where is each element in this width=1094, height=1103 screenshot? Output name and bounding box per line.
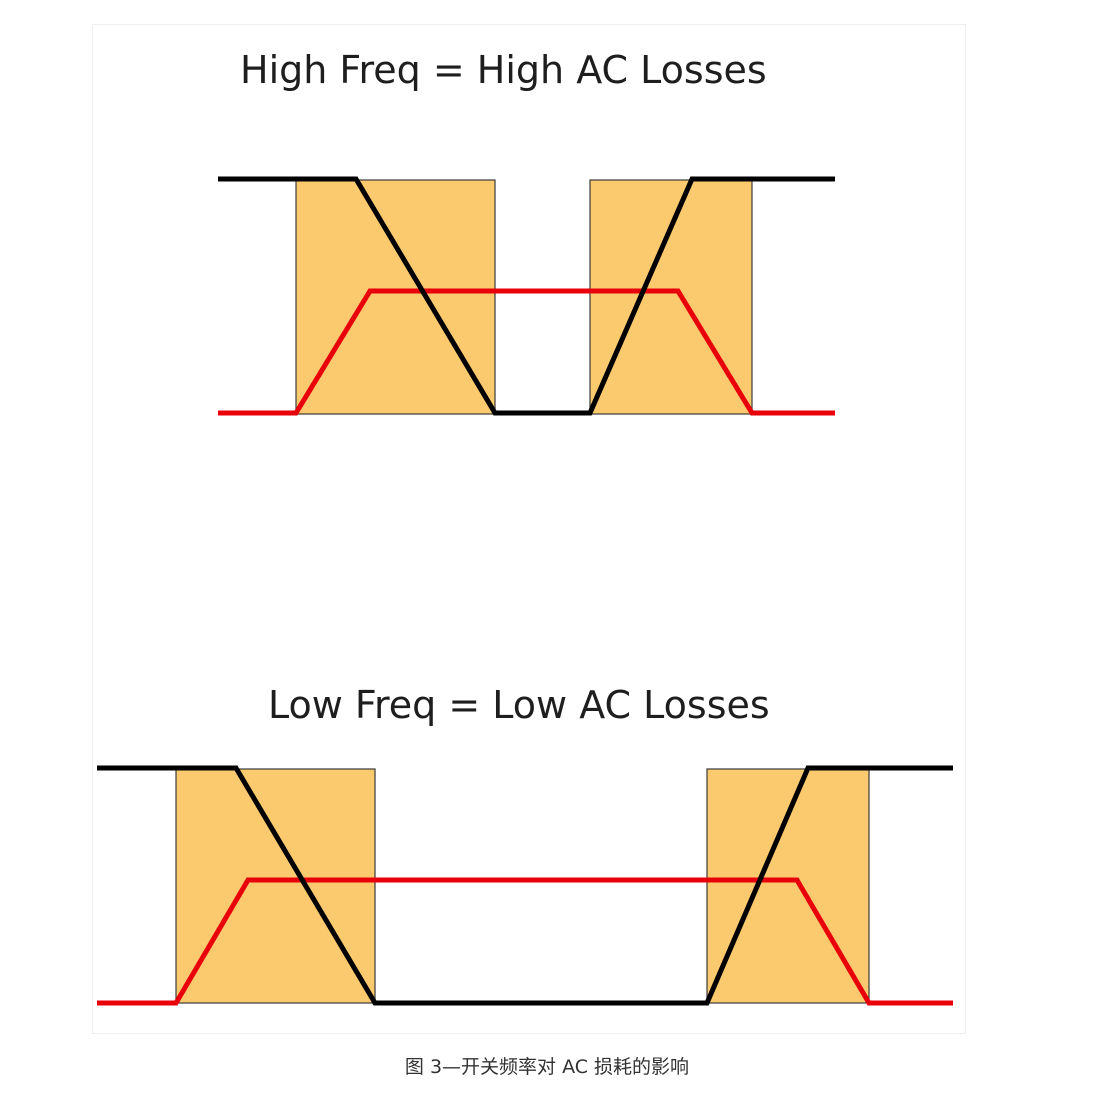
figure-caption: 图 3—开关频率对 AC 损耗的影响 <box>404 1056 690 1078</box>
high-freq-current-trace <box>218 288 835 416</box>
high-freq-turn-off-loss-region <box>295 179 496 415</box>
low-freq-turn-off-loss-region <box>175 768 376 1004</box>
high-freq-title: High Freq = High AC Losses <box>240 48 767 92</box>
low-freq-voltage-trace <box>97 765 953 1006</box>
low-freq-title: Low Freq = Low AC Losses <box>268 683 770 727</box>
low-freq-panel <box>97 765 953 1006</box>
high-freq-voltage-trace <box>218 176 835 416</box>
high-freq-turn-on-loss-region <box>589 179 753 415</box>
low-freq-turn-on-loss-region <box>706 768 870 1004</box>
high-freq-panel <box>218 176 835 416</box>
low-freq-current-trace <box>97 877 953 1006</box>
